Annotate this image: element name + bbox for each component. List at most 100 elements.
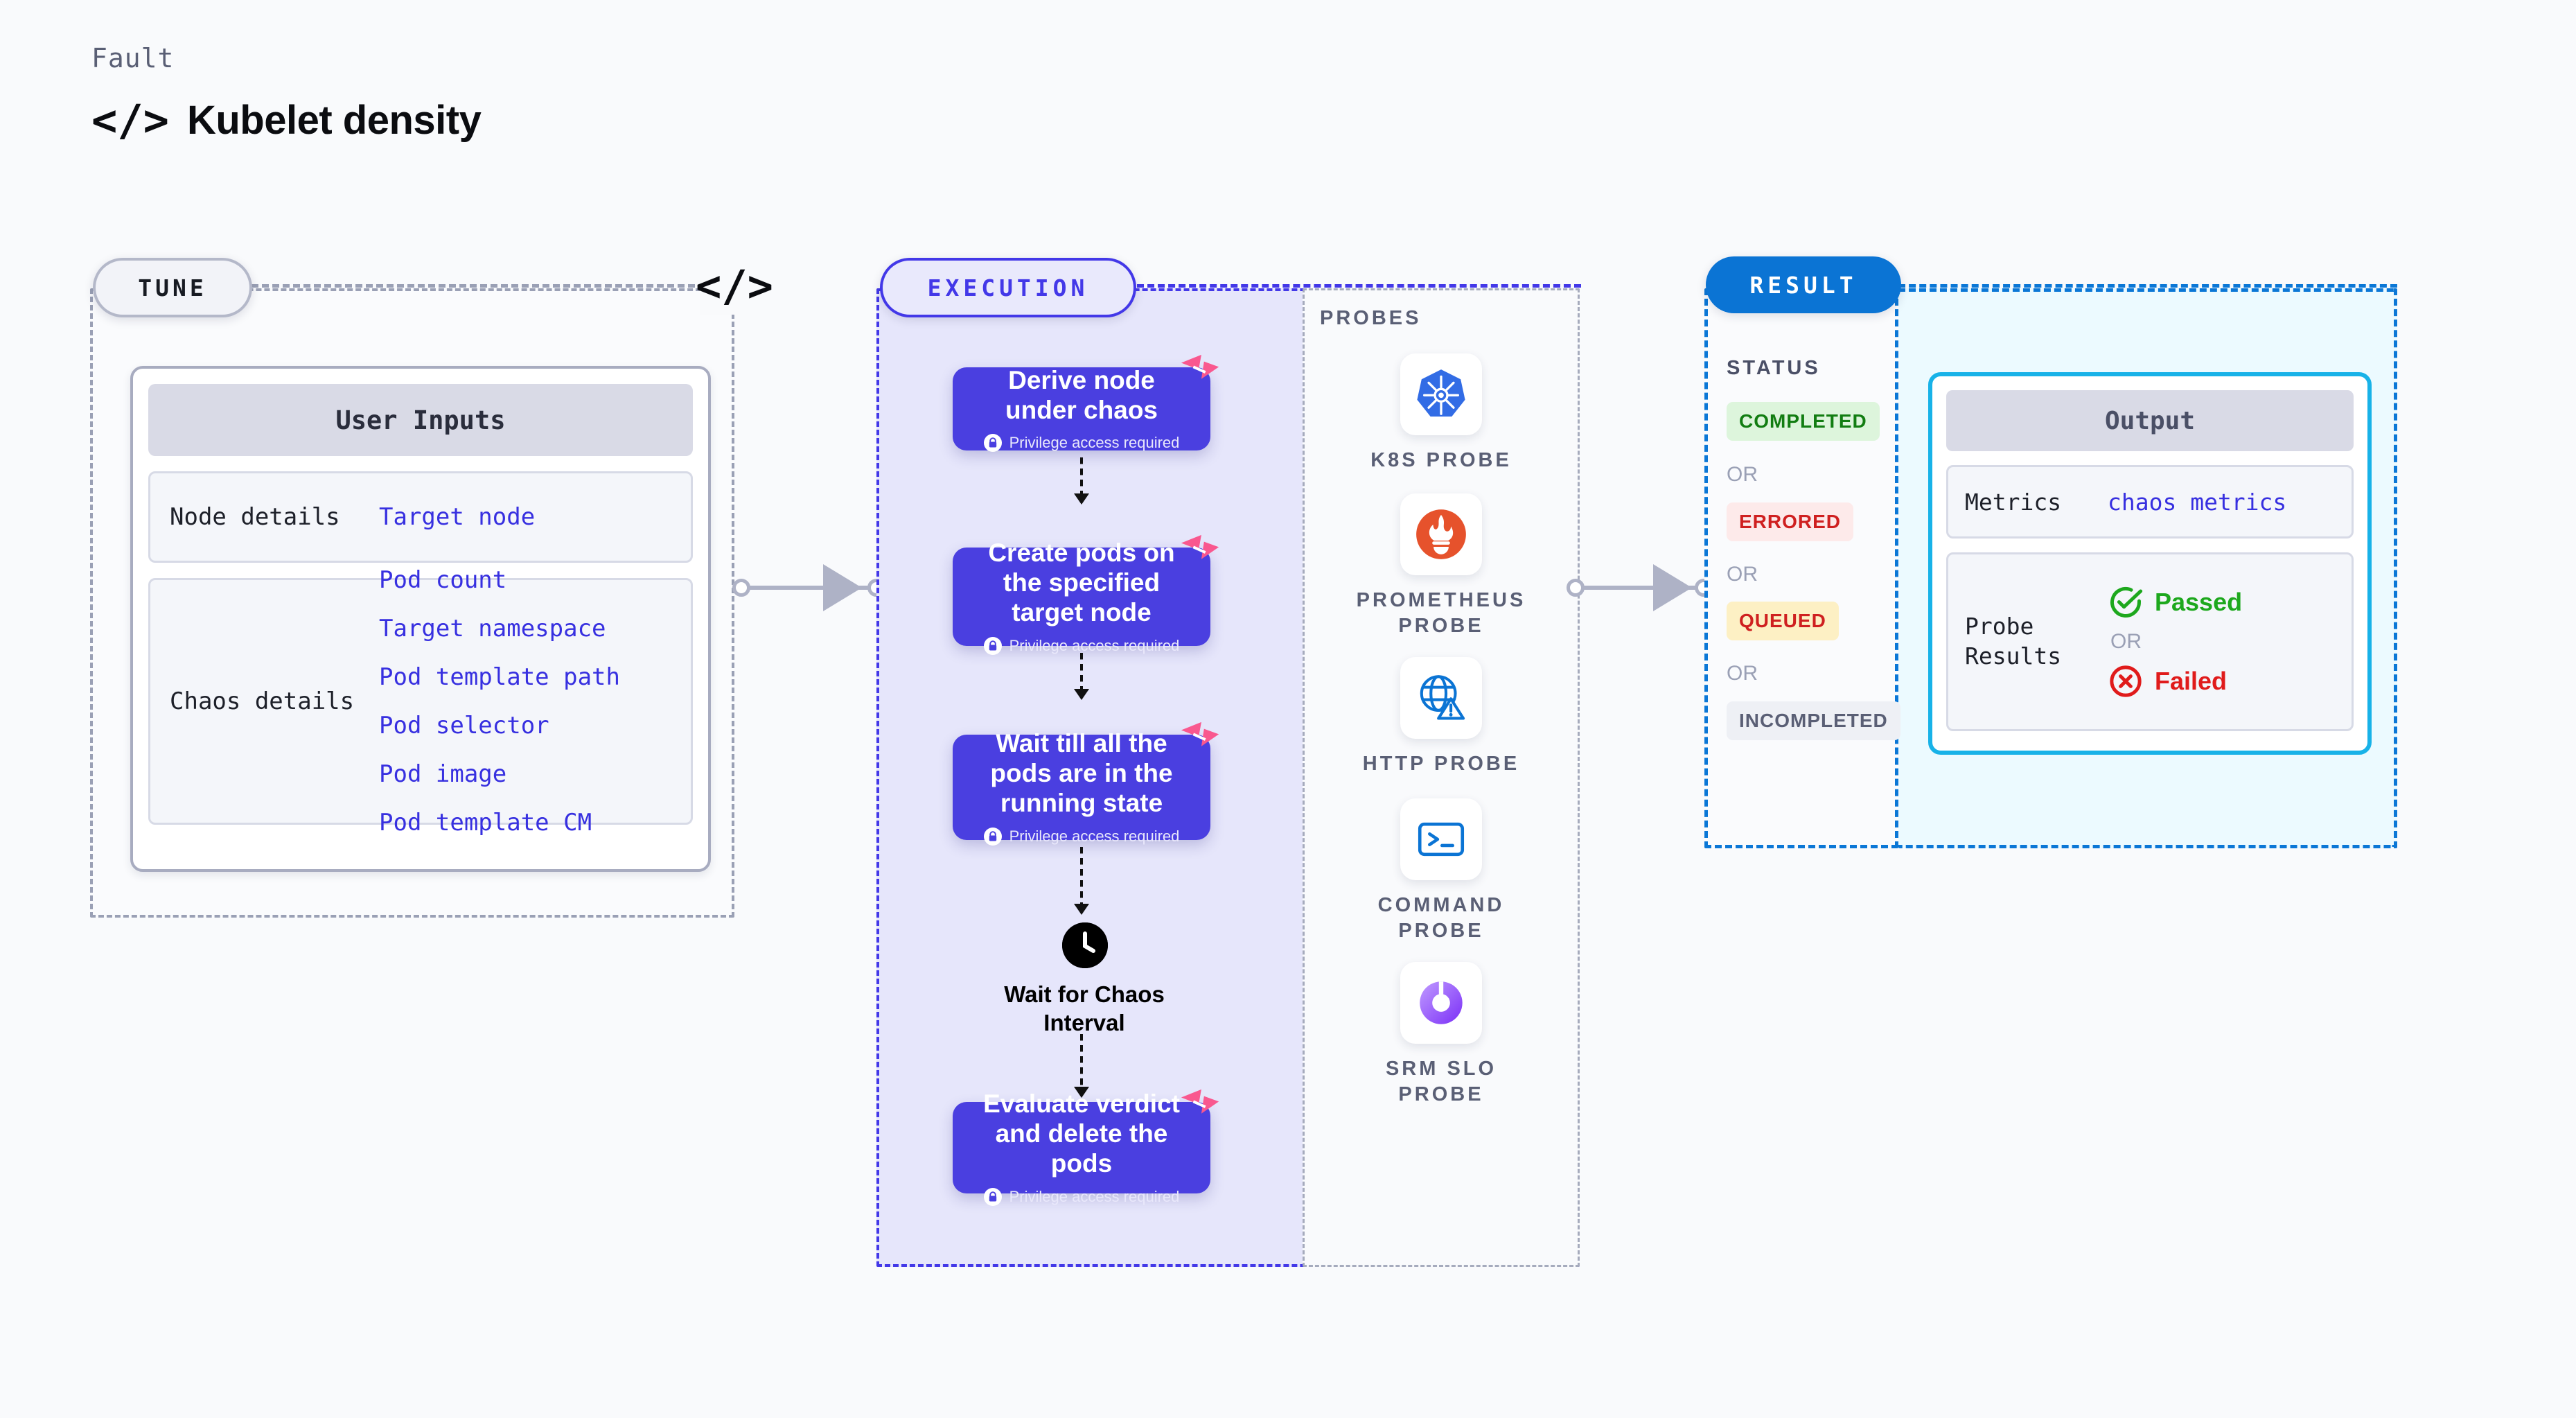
status-badge-queued: QUEUED <box>1727 602 1839 640</box>
result-status-region <box>1704 288 1898 848</box>
execution-panel-tag: EXECUTION <box>880 258 1136 317</box>
probe-http[interactable]: HTTP PROBE <box>1303 657 1580 777</box>
probe-k8s-label: K8S PROBE <box>1370 449 1512 471</box>
metrics-value[interactable]: chaos metrics <box>2108 488 2287 516</box>
flow-arrow-head-1 <box>1074 493 1089 505</box>
probe-results-or: OR <box>2110 630 2142 653</box>
harness-badge-icon <box>1181 354 1219 379</box>
privilege-text: Privilege access required <box>1009 1187 1180 1205</box>
result-panel-tag: RESULT <box>1706 256 1901 313</box>
input-pod-selector[interactable]: Pod selector <box>379 712 549 739</box>
execution-step-4-title: Evaluate verdict and delete the pods <box>983 1089 1180 1178</box>
x-circle-icon <box>2110 665 2142 697</box>
flow-arrow-3 <box>1080 847 1083 905</box>
status-or-3: OR <box>1727 662 1758 685</box>
probe-result-failed: Failed <box>2108 663 2242 699</box>
flow-arrow-2 <box>1080 653 1083 690</box>
chaos-details-key: Chaos details <box>170 688 355 715</box>
execution-step-3-privilege: Privilege access required <box>983 827 1180 846</box>
connector-arrowhead <box>823 564 862 611</box>
node-details-key: Node details <box>170 503 340 531</box>
flow-arrow-head-3 <box>1074 904 1089 915</box>
probe-command-label: COMMAND PROBE <box>1377 894 1505 943</box>
connector-arrowhead-2 <box>1653 564 1692 611</box>
status-badge-incompleted: INCOMPLETED <box>1727 701 1900 740</box>
lock-icon <box>983 827 1002 846</box>
execution-step-2[interactable]: Create pods on the specified target node… <box>953 534 1219 655</box>
user-inputs-title: User Inputs <box>148 384 693 456</box>
terminal-icon <box>1400 798 1482 880</box>
page-title-text: Kubelet density <box>186 98 482 143</box>
clock-icon <box>1062 922 1108 968</box>
harness-badge-icon <box>1181 1089 1219 1114</box>
harness-badge-icon <box>1181 534 1219 559</box>
execution-step-2-title: Create pods on the specified target node <box>988 539 1175 627</box>
input-target-namespace[interactable]: Target namespace <box>379 615 606 642</box>
input-pod-template-cm[interactable]: Pod template CM <box>379 809 592 837</box>
harness-badge-icon <box>1181 721 1219 746</box>
probe-prometheus[interactable]: PROMETHEUS PROBE <box>1303 493 1580 639</box>
code-icon: </> <box>91 94 169 146</box>
connector-execution-to-result <box>1574 586 1700 590</box>
flow-arrow-head-2 <box>1074 689 1089 700</box>
execution-tag-connector <box>1127 284 1581 288</box>
result-tag-connector <box>1898 284 2397 288</box>
tune-panel-tag: TUNE <box>93 258 252 317</box>
lock-icon <box>983 636 1002 655</box>
probe-srm-slo-label: SRM SLO PROBE <box>1385 1058 1497 1106</box>
page-title: </> Kubelet density <box>91 94 482 146</box>
status-badge-errored: ERRORED <box>1727 502 1854 541</box>
privilege-text: Privilege access required <box>1009 827 1180 845</box>
lock-icon <box>983 434 1002 453</box>
input-pod-template-path[interactable]: Pod template path <box>379 663 620 691</box>
probes-label: PROBES <box>1320 307 1422 329</box>
privilege-text: Privilege access required <box>1009 434 1180 452</box>
status-badge-completed: COMPLETED <box>1727 402 1880 441</box>
chaos-details-values: Pod count Target namespace Pod template … <box>379 566 620 837</box>
kubernetes-icon <box>1400 353 1482 435</box>
privilege-text: Privilege access required <box>1009 636 1180 654</box>
input-pod-count[interactable]: Pod count <box>379 566 507 594</box>
node-details-group: Node details Target node <box>148 471 693 563</box>
metrics-key: Metrics <box>1965 488 2062 516</box>
probe-srm-slo[interactable]: SRM SLO PROBE <box>1303 962 1580 1108</box>
probe-command[interactable]: COMMAND PROBE <box>1303 798 1580 944</box>
probe-results-key: Probe Results <box>1965 613 2062 669</box>
status-or-2: OR <box>1727 563 1758 586</box>
input-target-node[interactable]: Target node <box>379 503 536 531</box>
check-circle-icon <box>2110 587 2143 618</box>
probe-prometheus-label: PROMETHEUS PROBE <box>1356 589 1526 638</box>
execution-step-4[interactable]: Evaluate verdict and delete the pods Pri… <box>953 1089 1219 1206</box>
connector-dot-left <box>732 579 750 597</box>
wait-for-chaos-interval-label: Wait for Chaos Interval <box>1004 981 1165 1036</box>
execution-step-2-privilege: Privilege access required <box>983 636 1180 655</box>
probe-passed-label: Passed <box>2155 588 2243 616</box>
execution-step-3[interactable]: Wait till all the pods are in the runnin… <box>953 721 1219 846</box>
probe-http-label: HTTP PROBE <box>1362 753 1520 775</box>
input-pod-image[interactable]: Pod image <box>379 760 507 788</box>
flow-arrow-1 <box>1080 457 1083 495</box>
execution-step-4-privilege: Privilege access required <box>983 1187 1180 1206</box>
status-label: STATUS <box>1727 357 1821 379</box>
metrics-row: Metrics chaos metrics <box>1946 465 2354 539</box>
status-or-1: OR <box>1727 463 1758 486</box>
http-globe-icon <box>1400 657 1482 739</box>
output-title: Output <box>1946 390 2354 451</box>
probe-k8s[interactable]: K8S PROBE <box>1303 353 1580 473</box>
user-inputs-card: User Inputs Node details Target node Cha… <box>130 366 711 872</box>
probe-results-row: Probe Results Passed OR Failed <box>1946 552 2354 731</box>
tune-tag-connector <box>241 284 705 288</box>
execution-step-1-privilege: Privilege access required <box>983 434 1180 453</box>
execution-step-1[interactable]: Derive node under chaos Privilege access… <box>953 354 1219 453</box>
connector-tune-to-execution <box>740 586 872 590</box>
output-card: Output Metrics chaos metrics Probe Resul… <box>1928 372 2372 755</box>
tune-code-icon: </> <box>696 256 773 315</box>
execution-step-1-title: Derive node under chaos <box>1005 365 1158 424</box>
page-header: Fault </> Kubelet density <box>91 43 482 146</box>
probe-result-passed: Passed <box>2108 584 2242 620</box>
connector-dot-left-2 <box>1567 579 1585 597</box>
flow-arrow-head-4 <box>1074 1087 1089 1098</box>
eyebrow-label: Fault <box>91 43 175 73</box>
lock-icon <box>983 1187 1002 1206</box>
probes-region <box>1303 288 1580 1267</box>
